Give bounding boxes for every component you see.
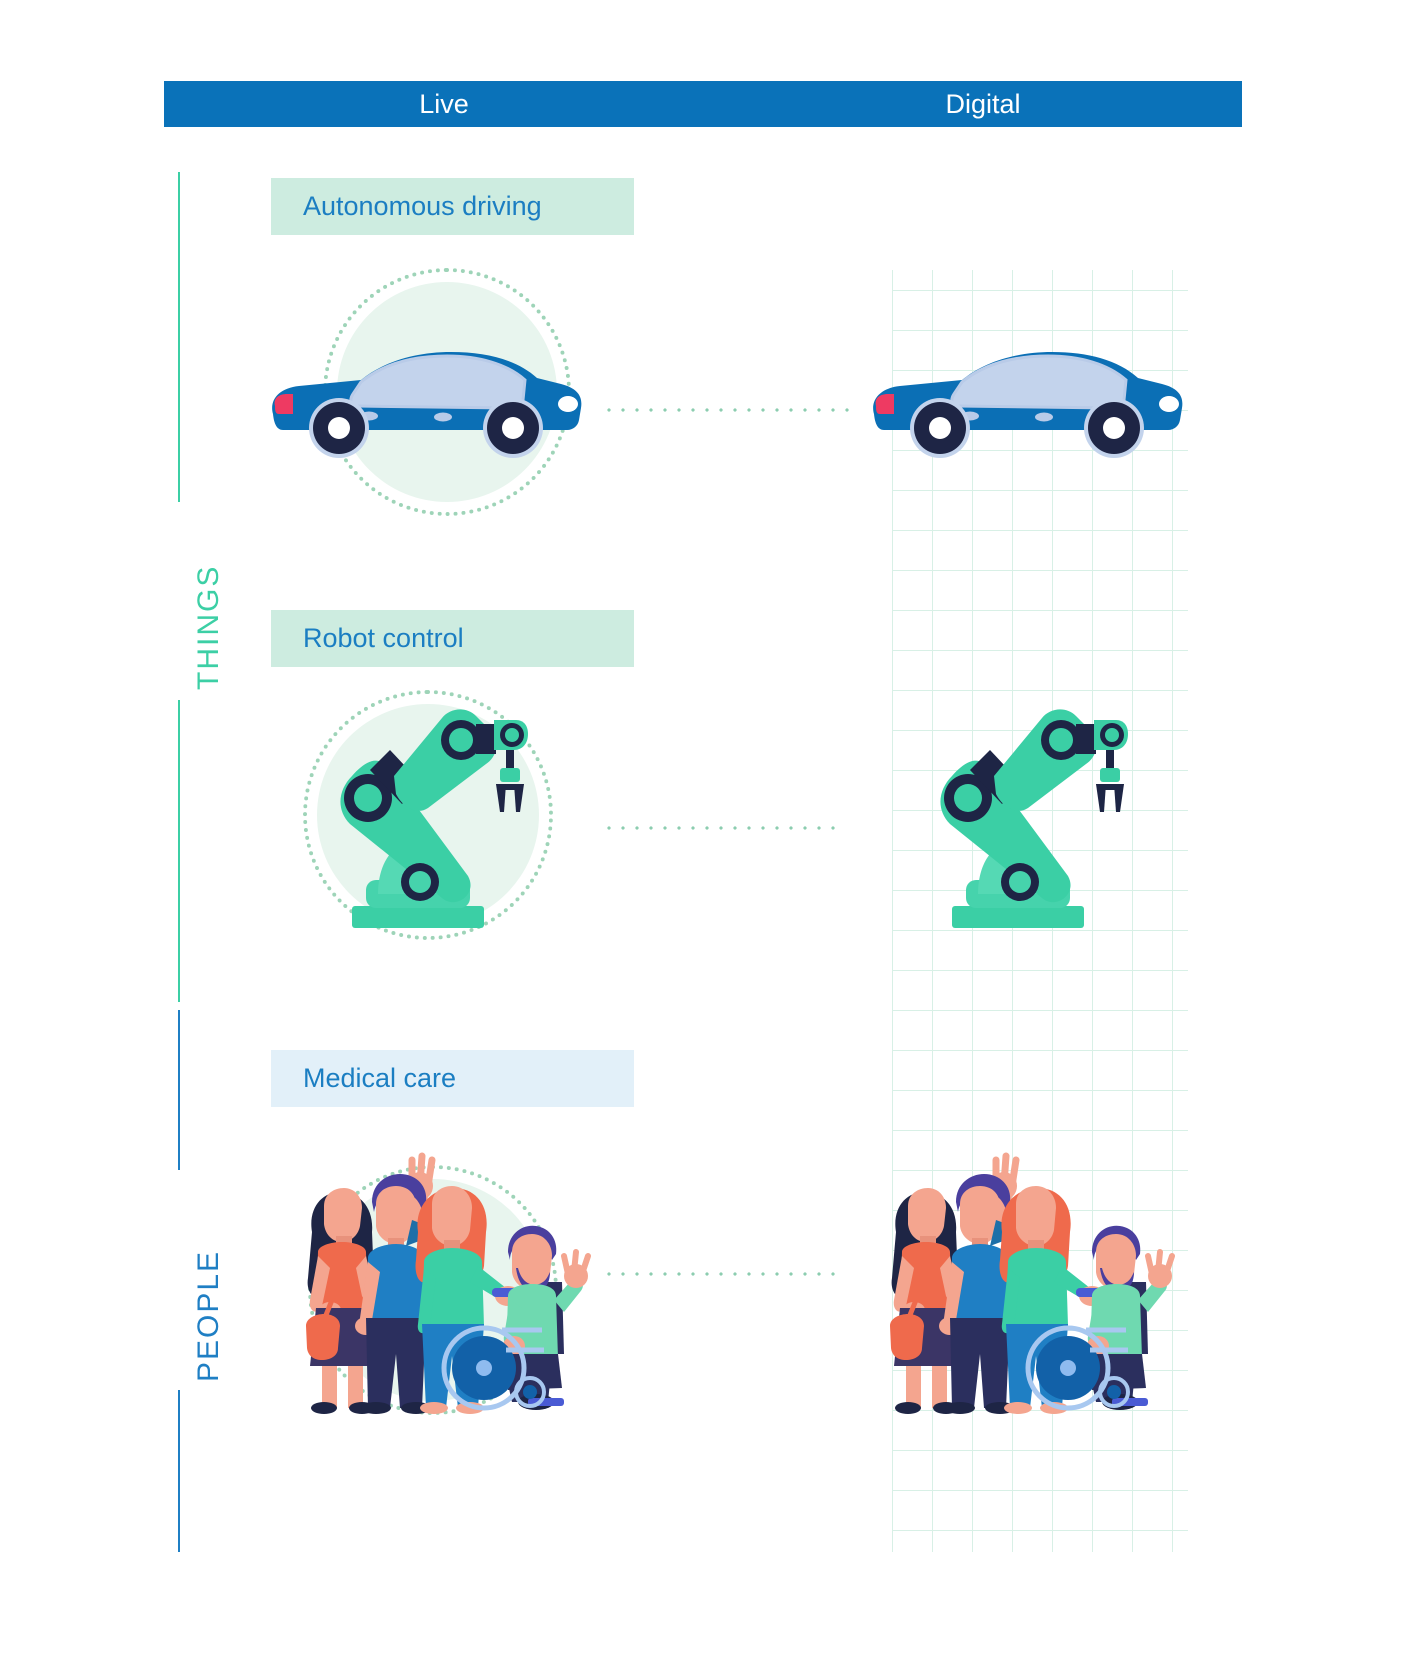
row-label-autonomous-driving: Autonomous driving: [271, 178, 634, 235]
axis-line-people-upper: [178, 1010, 180, 1170]
axis-line-things-upper: [178, 172, 180, 502]
robot-arm-icon-live: [330, 698, 530, 930]
column-header-live: Live: [419, 89, 469, 119]
axis-label-people: PEOPLE: [192, 1249, 225, 1382]
wheelchair-wheel-group: [1025, 1325, 1130, 1411]
row-label-robot-control: Robot control: [271, 610, 634, 667]
column-header-digital: Digital: [945, 89, 1021, 119]
wheelchair-wheel-group: [441, 1325, 546, 1411]
person-woman-dark-hair: [890, 1188, 959, 1414]
robot-arm-icon-digital: [930, 698, 1130, 930]
person-woman-dark-hair: [306, 1188, 375, 1414]
people-group-wheelchair-icon-live: [292, 1140, 591, 1414]
person-woman-orange-hair: [415, 1186, 521, 1414]
row-label-text: Medical care: [303, 1063, 457, 1093]
car-icon-digital: [866, 338, 1186, 458]
axis-label-things: THINGS: [192, 564, 225, 690]
row-label-medical-care: Medical care: [271, 1050, 634, 1107]
people-group-wheelchair-icon-digital: [876, 1140, 1175, 1414]
person-man-waving: [355, 1152, 436, 1414]
connector-autonomous-driving: [602, 408, 850, 412]
car-icon-live: [265, 338, 585, 458]
row-label-text: Autonomous driving: [303, 191, 542, 221]
halo-dotted-ring: [303, 690, 553, 940]
connector-medical-care: [602, 1272, 842, 1276]
column-header-bar: Live Digital: [164, 81, 1242, 127]
connector-robot-control: [602, 826, 842, 830]
person-man-waving: [939, 1152, 1020, 1414]
axis-line-things-lower: [178, 700, 180, 1002]
person-wheelchair-user: [492, 1225, 591, 1410]
axis-line-people-lower: [178, 1390, 180, 1552]
row-label-text: Robot control: [303, 623, 464, 653]
